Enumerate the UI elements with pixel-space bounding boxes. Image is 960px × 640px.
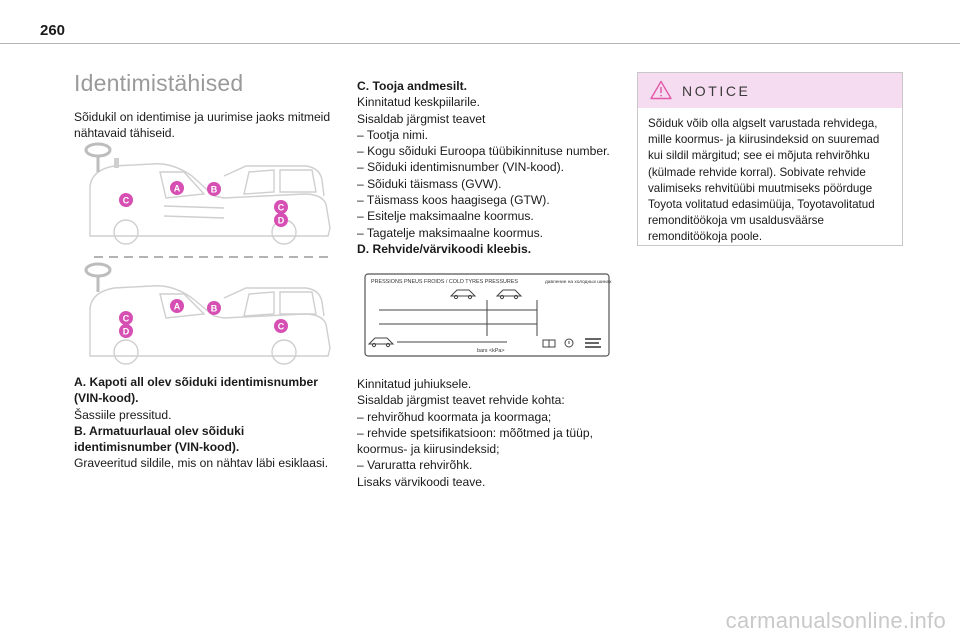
upper-van-drawing: [89, 163, 331, 245]
item-c-line: – Esitelje maksimaalne koormus.: [357, 209, 534, 224]
tyre-label-grid: [379, 300, 538, 336]
item-d-line: Lisaks värvikoodi teave.: [357, 474, 486, 489]
item-d-line: – rehvirõhud koormata ja koormaga;: [357, 409, 552, 424]
marker-lower-b: B: [211, 303, 218, 313]
tyre-label-units: bars <kPa>: [477, 348, 505, 354]
marker-lower-a: A: [174, 301, 181, 311]
items-a-b: A. Kapoti all olev sõiduki identimisnumb…: [74, 374, 344, 472]
car-icon-right: [495, 289, 523, 300]
spare-car-icon: [367, 337, 395, 348]
tyre-pressure-label: PRESSIONS PNEUS FROIDS / COLD TYRES PRES…: [364, 273, 612, 357]
section-title: Identimistähised: [74, 70, 244, 96]
item-c-line: Sisaldab järgmist teavet: [357, 111, 486, 126]
item-c-line: – Tootja nimi.: [357, 127, 429, 142]
tyre-warning-icon: [564, 338, 574, 348]
upper-van-markers: A B C C D: [119, 181, 288, 227]
steering-wheel-upper: [84, 142, 112, 172]
steering-wheel-lower: [84, 262, 112, 292]
car-icon-left: [449, 289, 477, 300]
item-d-block: Kinnitatud juhiuksele. Sisaldab järgmist…: [357, 376, 619, 490]
marker-lower-c: C: [123, 313, 130, 323]
marker-upper-d: D: [278, 215, 285, 225]
watermark: carmanualsonline.info: [725, 608, 946, 633]
item-a-text: Šassiile pressitud.: [74, 407, 172, 422]
marker-upper-b: B: [211, 184, 218, 194]
item-b-title: B. Armatuurlaual olev sõiduki identimisn…: [74, 423, 245, 455]
item-c-line: – Kogu sõiduki Euroopa tüübikinnituse nu…: [357, 144, 610, 159]
notice-title: NOTICE: [682, 83, 751, 99]
tyre-label-header: PRESSIONS PNEUS FROIDS / COLD TYRES PRES…: [371, 279, 518, 285]
page-number: 260: [40, 22, 66, 39]
book-icon: [542, 339, 556, 348]
marker-upper-c-left: C: [123, 195, 130, 205]
item-d-title: D. Rehvide/värvikoodi kleebis.: [357, 241, 532, 256]
item-d-line: – Varuratta rehvirõhk.: [357, 458, 473, 473]
marker-lower-c-right: C: [278, 321, 285, 331]
item-c-line: – Sõiduki identimisnumber (VIN-kood).: [357, 160, 565, 175]
item-d-line: Kinnitatud juhiuksele.: [357, 377, 472, 391]
marker-upper-a: A: [174, 183, 181, 193]
item-c-line: – Sõiduki täismass (GVW).: [357, 176, 502, 191]
header-divider: [0, 43, 960, 44]
warning-triangle-icon: [650, 80, 672, 100]
section-intro: Identimistähised Sõidukil on identimise …: [74, 70, 336, 142]
seat-marker-upper: [114, 158, 119, 168]
item-c-line: – Tagatelje maksimaalne koormus.: [357, 225, 543, 240]
notice-box: NOTICE Sõiduk võib olla algselt varustad…: [637, 72, 903, 246]
intro-text: Sõidukil on identimise ja uurimise jaoks…: [74, 110, 331, 141]
item-c-block: C. Tooja andmesilt. Kinnitatud keskpiila…: [357, 78, 619, 257]
tyre-label-header-cyrillic: давление на холодных шинах: [545, 280, 612, 285]
lower-van-markers: A B C D C: [119, 299, 288, 338]
marker-upper-c-right: C: [278, 202, 285, 212]
notice-text: Sõiduk võib olla algselt varustada rehvi…: [648, 117, 880, 244]
notice-header: NOTICE: [638, 73, 902, 108]
van-illustrations: A B C C D A B C D C: [84, 142, 332, 365]
lower-van-drawing: [89, 285, 331, 365]
item-b-text: Graveeritud sildile, mis on nähtav läbi …: [74, 456, 329, 471]
item-d-line: – rehvide spetsifikatsioon: mõõtmed ja t…: [357, 425, 593, 457]
marker-lower-d: D: [123, 326, 130, 336]
specs-block: [585, 338, 601, 348]
item-a-title: A. Kapoti all olev sõiduki identimisnumb…: [74, 375, 318, 406]
item-d-line: Sisaldab järgmist teavet rehvide kohta:: [357, 393, 565, 408]
item-c-line: Kinnitatud keskpiilarile.: [357, 95, 481, 110]
item-c-line: – Täismass koos haagisega (GTW).: [357, 193, 550, 208]
item-c-title: C. Tooja andmesilt.: [357, 79, 467, 93]
